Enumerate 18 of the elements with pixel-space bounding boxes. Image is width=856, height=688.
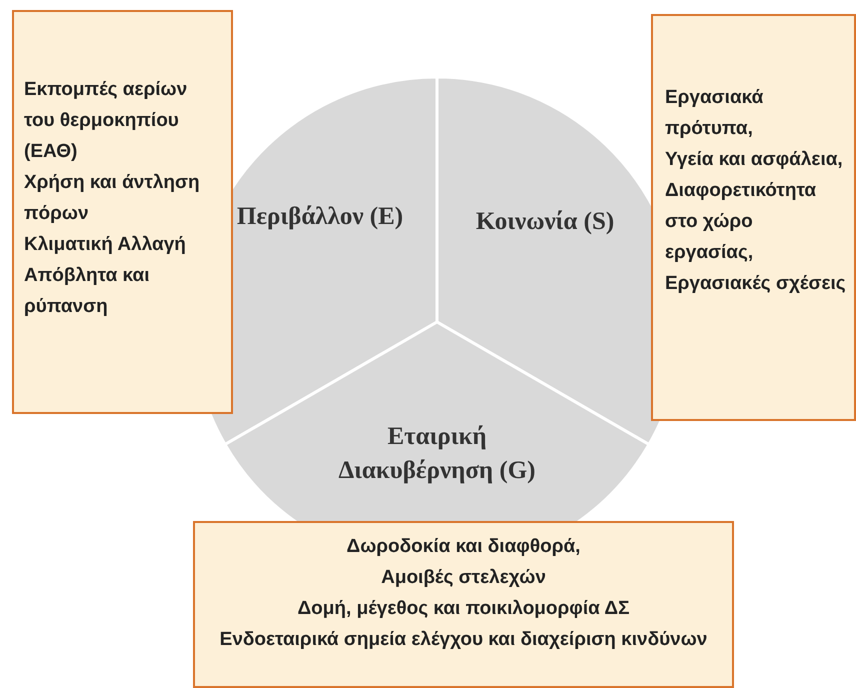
text-panel: [193, 521, 734, 688]
list-item: Δομή, μέγεθος και ποικιλομορφία ΔΣ: [296, 597, 630, 621]
list-item: Κλιματική Αλλαγή: [24, 233, 187, 257]
text-panel: [12, 10, 233, 414]
list-item: Διαφορετικότητα στο χώρο εργασίας,: [665, 179, 818, 265]
list-item: Εκπομπές αερίων του θερμοκηπίου (ΕΑΘ): [24, 78, 188, 164]
sector-label: Περιβάλλον (E): [236, 202, 404, 232]
list-item: Εργασιακά πρότυπα,: [665, 86, 764, 141]
sector-label: Κοινωνία (S): [474, 207, 616, 237]
list-item: Απόβλητα και ρύπανση: [24, 264, 150, 319]
list-item: Ενδοεταιρικά σημεία ελέγχου και διαχείριση κινδύνων: [218, 628, 708, 652]
list-item: Εργασιακές σχέσεις: [665, 272, 846, 296]
text-panel: [651, 14, 856, 421]
list-item: Υγεία και ασφάλεια,: [665, 148, 844, 172]
list-item: Αμοιβές στελεχών: [380, 566, 547, 590]
list-item: Δωροδοκία και διαφθορά,: [346, 535, 582, 559]
list-item: Χρήση και άντληση πόρων: [24, 171, 201, 226]
sector-label: Εταιρική Διακυβέρνηση (G): [338, 422, 536, 486]
